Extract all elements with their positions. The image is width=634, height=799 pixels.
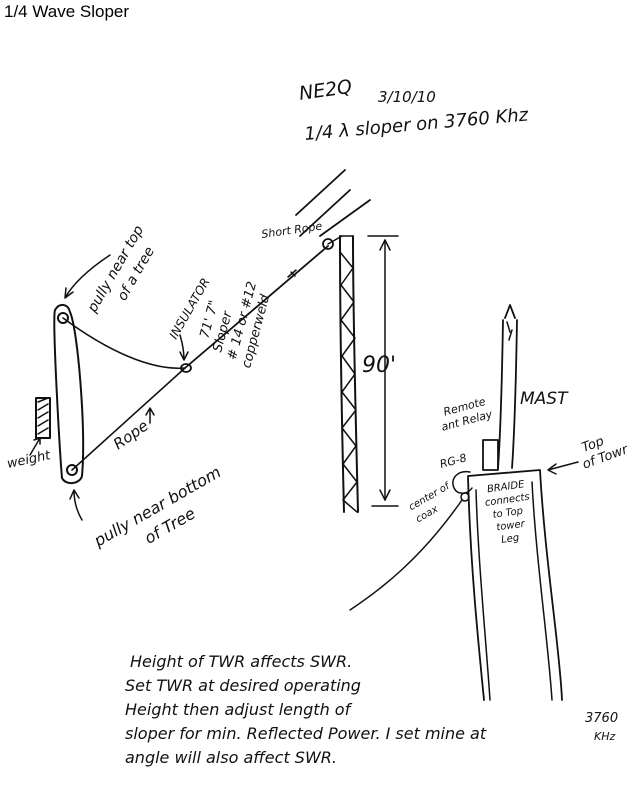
note-freq-unit: KHz xyxy=(594,730,615,743)
note-line-1: Height of TWR affects SWR. xyxy=(130,652,352,671)
note-line-2: Set TWR at desired operating xyxy=(125,676,361,695)
short-rope-knot-icon xyxy=(322,238,334,250)
note-line-4: sloper for min. Reflected Power. I set m… xyxy=(125,724,487,743)
braid-label: BRAIDE connects to Top tower Leg xyxy=(484,479,530,546)
pully-bottom-arrow xyxy=(69,489,83,521)
tower-icon xyxy=(295,169,371,513)
bottom-pulley-icon xyxy=(66,464,78,476)
pully-top-label: pully near top of a tree xyxy=(84,223,158,316)
notes-block: Height of TWR affects SWR. Set TWR at de… xyxy=(125,652,618,767)
remote-relay-label: Remote ant Relay xyxy=(440,395,494,434)
return-rope-line xyxy=(62,317,186,370)
rope-arrow xyxy=(145,407,155,424)
insulator-arrow xyxy=(179,334,189,361)
svg-text:Top: Top xyxy=(580,434,606,456)
pully-bottom-label: pully near bottom of Tree xyxy=(90,462,224,550)
pully-top-arrow xyxy=(64,254,111,299)
tower-height-dimension xyxy=(367,235,399,507)
top-of-tower-label: Top of Towr xyxy=(580,434,632,473)
top-of-tower-detail xyxy=(349,439,563,701)
rg8-coax xyxy=(452,470,473,494)
page-title: 1/4 Wave Sloper xyxy=(4,2,130,21)
note-line-5: angle will also affect SWR. xyxy=(125,748,337,767)
tower-height-label: 90' xyxy=(362,353,396,378)
sloper-feed-wire xyxy=(349,499,463,611)
top-pulley-icon xyxy=(57,312,69,324)
top-of-tower-arrow xyxy=(547,461,579,475)
remote-relay-box-icon xyxy=(482,439,499,471)
note-freq-value: 3760 xyxy=(585,711,618,726)
svg-text:BRAIDE: BRAIDE xyxy=(486,479,525,495)
callsign: NE2Q xyxy=(298,76,354,105)
mast-label: MAST xyxy=(520,389,569,409)
sloper-wire xyxy=(184,245,329,369)
insulator-icon xyxy=(180,363,192,373)
weight-label: weight xyxy=(6,448,53,472)
header-description: 1/4 λ sloper on 3760 Khz xyxy=(304,104,530,145)
center-of-coax-label: center of coax xyxy=(407,480,453,525)
date: 3/10/10 xyxy=(378,88,436,106)
note-line-3: Height then adjust length of xyxy=(125,700,353,719)
lower-rope-line xyxy=(71,367,186,471)
coax-connector-icon xyxy=(460,492,470,502)
sloper-marker xyxy=(287,269,297,278)
svg-text:to Top: to Top xyxy=(492,506,524,521)
rg8-label: RG-8 xyxy=(438,451,468,471)
weight-arrow xyxy=(29,437,41,456)
tree-pulley-board xyxy=(53,304,85,484)
svg-text:tower: tower xyxy=(496,518,527,533)
svg-text:Leg: Leg xyxy=(501,532,520,545)
rope-label: Rope xyxy=(110,417,152,454)
weight-icon xyxy=(35,397,51,439)
mast-icon xyxy=(497,304,518,469)
